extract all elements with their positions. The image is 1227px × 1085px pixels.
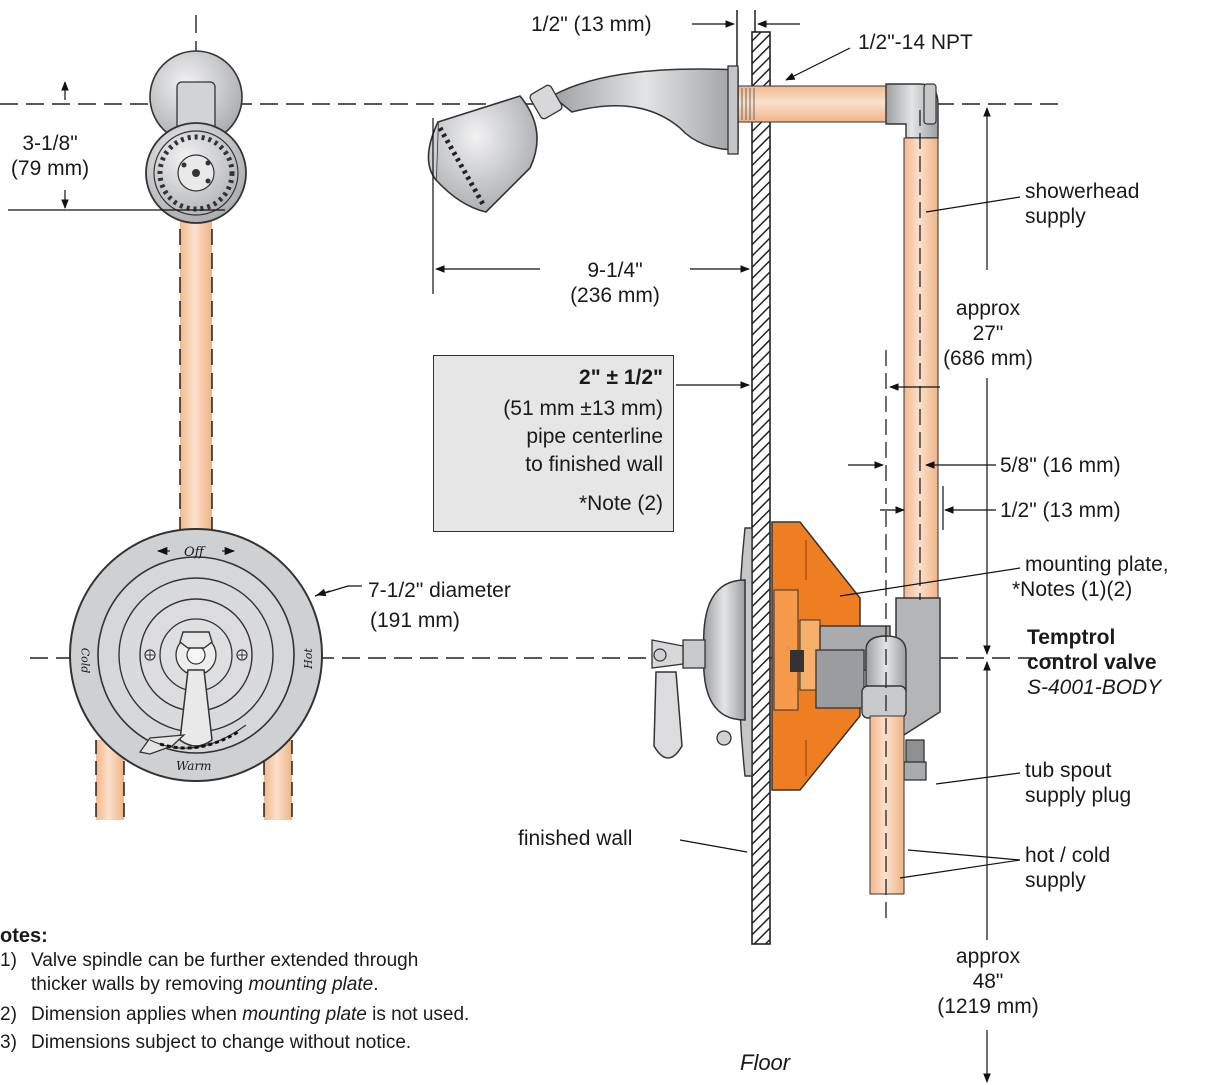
note-1-end: . [373,974,379,995]
showerhead-supply-label: showerhead [1025,180,1140,203]
floor-dimension-approx: approx [955,945,1021,968]
centerline-note-box: 2" ± 1/2" (51 mm ±13 mm) pipe centerline… [433,355,674,532]
mounting-plate [771,521,861,791]
escutcheon-diameter: 7-1/2" diameter [368,579,511,602]
valve-trim-side [651,527,753,777]
hot-cold-supply-pipe [869,715,905,895]
valve-escutcheon-front [69,528,323,782]
rise-dimension-approx: approx [955,297,1021,320]
note-2-emphasis: mounting plate [242,1004,367,1025]
valve-type-label: control valve [1027,651,1157,674]
pipe-1-2-dimension: 1/2" (13 mm) [1000,499,1121,522]
floor-dimension: 48" [972,970,1004,993]
handle-off-marking: Off [184,545,204,560]
temptrol-valve-body [790,597,941,781]
escutcheon-diameter-metric: (191 mm) [370,609,460,632]
centerline-text-2: to finished wall [525,453,663,476]
head-drop-dimension-metric: (79 mm) [10,157,90,180]
centerline-dimension: 2" ± 1/2" [579,366,663,389]
note-1-number: 1) [0,950,17,971]
hot-cold-label: hot / cold [1025,844,1111,867]
arm-reach-dimension-metric: (236 mm) [570,284,660,307]
note-2-line: Dimension applies when mounting plate is… [31,1003,469,1026]
floor-dimension-metric: (1219 mm) [937,995,1039,1018]
note-1-text: thicker walls by removing [31,974,249,995]
tub-spout-label-2: supply plug [1025,784,1132,807]
valve-model-label: S-4001-BODY [1027,676,1162,699]
wall-offset-dimension: 1/2" (13 mm) [531,13,652,36]
front-view [0,15,1060,820]
note-2-number: 2) [0,1004,17,1025]
side-view [427,10,1021,1083]
note-3-number: 3) [0,1032,17,1053]
hot-cold-label-2: supply [1025,869,1086,892]
arm-reach-dimension: 9-1/4" [587,259,643,282]
note-1-emphasis: mounting plate [248,974,374,995]
note-2-end: is not used. [366,1004,470,1025]
mounting-plate-note-ref: *Notes (1)(2) [1012,578,1133,601]
note-3-line: Dimensions subject to change without not… [31,1032,412,1053]
head-drop-dimension: 3-1/8" [22,132,78,155]
handle-warm-marking: Warm [176,759,212,773]
note-2-text: Dimension applies when [31,1004,243,1025]
finished-wall [751,31,771,945]
floor-label: Floor [740,1050,791,1075]
tub-spout-label: tub spout [1025,759,1112,782]
rise-dimension: 27" [972,322,1004,345]
finished-wall-label: finished wall [518,827,633,850]
pipe-5-8-dimension: 5/8" (16 mm) [1000,454,1121,477]
notes-heading: otes: [0,925,48,947]
front-supply-pipe [180,205,212,535]
handle-hot-marking: Hot [301,648,315,669]
rise-dimension-metric: (686 mm) [943,347,1033,370]
handle-cold-marking: Cold [78,647,92,674]
showerhead-supply-pipe [903,137,939,599]
showerhead-supply-label-2: supply [1025,205,1086,228]
mounting-plate-label: mounting plate, [1025,553,1169,576]
shower-arm-side [427,65,739,213]
note-1-line-1: Valve spindle can be further extended th… [31,950,419,971]
note-1-line-2: thicker walls by removing mounting plate… [31,973,378,996]
valve-name-label: Temptrol [1027,626,1116,649]
centerline-dimension-metric: (51 mm ±13 mm) [503,397,663,420]
npt-thread-label: 1/2"-14 NPT [858,31,973,54]
centerline-note-ref: *Note (2) [578,492,663,515]
showerhead-front [145,50,247,224]
centerline-text-1: pipe centerline [526,425,663,448]
